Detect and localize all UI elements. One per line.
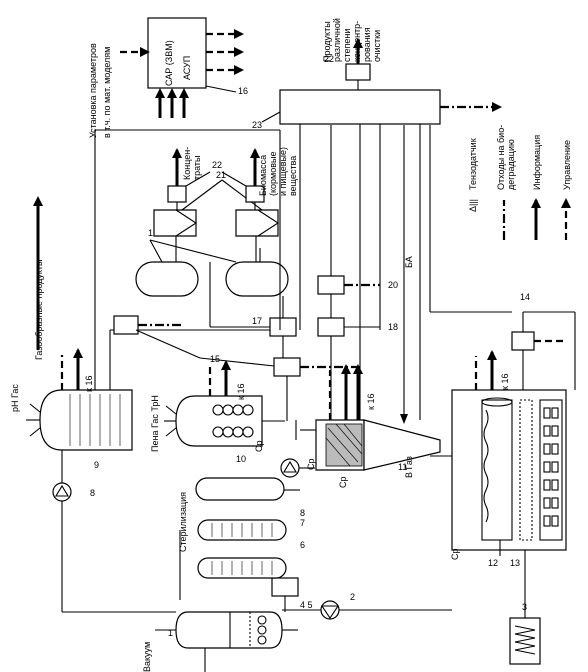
sr-label-4: Ср: [306, 458, 316, 470]
rch-gas-label: pH Гас: [10, 384, 20, 412]
vacuum-line: Вакуум: [142, 629, 206, 672]
vessel-9-outline: 9: [26, 340, 146, 480]
num-7: 7: [300, 518, 305, 528]
num-19: 19: [148, 228, 158, 238]
vessel-10: 10: [164, 395, 285, 464]
sample-label-a: к 16: [84, 376, 94, 392]
ba-label: БА: [404, 256, 414, 268]
num-3: 3: [522, 602, 527, 612]
num-22b: 22: [324, 54, 334, 64]
arrow-up-icon: [221, 360, 231, 370]
num-14: 14: [520, 292, 530, 302]
asup-box-label: АСУП: [182, 56, 192, 80]
num-20: 20: [388, 280, 398, 290]
arrow-up-icon: [250, 148, 260, 158]
products-label: Продуктыразличнойстепениконцентр-рования…: [322, 18, 382, 62]
num-12: 12: [488, 558, 498, 568]
block-18: 18: [317, 317, 398, 420]
num-16: 16: [238, 86, 248, 96]
legend-flow: Отходы на био-деградацию: [496, 125, 516, 190]
arrow-down-icon: [400, 414, 408, 424]
arrow-up-icon: [353, 38, 363, 48]
pump-2: 2: [282, 592, 452, 620]
num-15: 15: [210, 354, 220, 364]
fermenter-11: 11: [315, 419, 441, 472]
collector-23: 23: [252, 89, 502, 420]
block-4: 4 5: [271, 577, 313, 612]
sample-label-c: к 16: [366, 394, 376, 410]
heat-exchanger-6: 6: [197, 519, 305, 550]
tower-label: Пена Гас ТрН: [150, 395, 160, 452]
vacuum-label: Вакуум: [142, 642, 152, 672]
block-20: 20: [317, 125, 398, 318]
num-8: 8: [90, 488, 95, 498]
legend: Δ||| Тензодатчик Отходы на био-деградаци…: [468, 125, 572, 240]
num-21: 21: [216, 170, 226, 180]
num-1: 1: [168, 628, 173, 638]
concentrates-label: Концен-траты: [182, 147, 202, 180]
sr-label-3: Ср: [450, 548, 460, 560]
arrow-up-icon: [155, 88, 165, 98]
num-23: 23: [252, 120, 262, 130]
num-11: 11: [398, 462, 407, 472]
block-17: 17: [209, 262, 297, 358]
arrow-up-icon: [561, 198, 571, 208]
arrow-up-icon: [73, 348, 83, 358]
biomass-label: Биомасса(кормовыеи пищевые)вещества: [258, 147, 298, 196]
bioreactor-12-13: 12 13: [451, 389, 567, 568]
arrow-up-icon: [179, 88, 189, 98]
heat-exchanger-5: [197, 557, 287, 579]
arrow-up-icon: [487, 350, 497, 360]
num-10: 10: [236, 454, 246, 464]
num-8b: 8: [300, 508, 305, 518]
arrow-up-icon: [172, 148, 182, 158]
sar-box-label: САР (ЗВМ): [164, 40, 174, 86]
sr-label-2: Ср: [338, 476, 348, 488]
arrow-up-icon: [341, 364, 351, 374]
legend-symbol: Δ|||: [468, 199, 478, 212]
num-18: 18: [388, 322, 398, 332]
model-label: в т.ч. по мат. моделям: [102, 47, 112, 138]
control-box-16: САР (ЗВМ) АСУП 16: [120, 17, 248, 118]
blocks-22: 22: [167, 148, 265, 210]
legend-info: Информация: [532, 135, 542, 190]
pump-8: 8: [52, 450, 176, 613]
v-gas-label: В Газ: [404, 456, 414, 478]
arrow-right-icon: [492, 102, 502, 112]
setpoint-label: Установка параметров: [88, 43, 98, 138]
legend-control: Управление: [562, 140, 572, 190]
block-14: 14: [511, 292, 576, 390]
num-6: 6: [300, 540, 305, 550]
num-2: 2: [350, 592, 355, 602]
arrow-up-icon: [531, 198, 541, 208]
num-9-label: 9: [94, 460, 99, 470]
arrow-up-icon: [33, 196, 43, 206]
sample-label-b: к 16: [236, 384, 246, 400]
block-22-top: 22: [324, 38, 371, 90]
num-4-5: 4 5: [300, 600, 313, 610]
num-22: 22: [212, 160, 222, 170]
vessel-7: 7 8: [195, 477, 305, 528]
sr-label-1: Ср: [254, 440, 264, 452]
arrow-up-icon: [353, 364, 363, 374]
num-17: 17: [252, 316, 262, 326]
dryers-21: 21: [153, 170, 280, 262]
separators-19: 19: [135, 228, 289, 297]
arrow-up-icon: [167, 88, 177, 98]
vessel-1: 1: [168, 611, 298, 649]
sterilization-label: Стерилизация: [178, 492, 188, 552]
sample-label-d: к 16: [500, 374, 510, 390]
legend-sensor: Тензодатчик: [468, 138, 478, 190]
block-15: 15: [113, 315, 360, 421]
num-13: 13: [510, 558, 520, 568]
